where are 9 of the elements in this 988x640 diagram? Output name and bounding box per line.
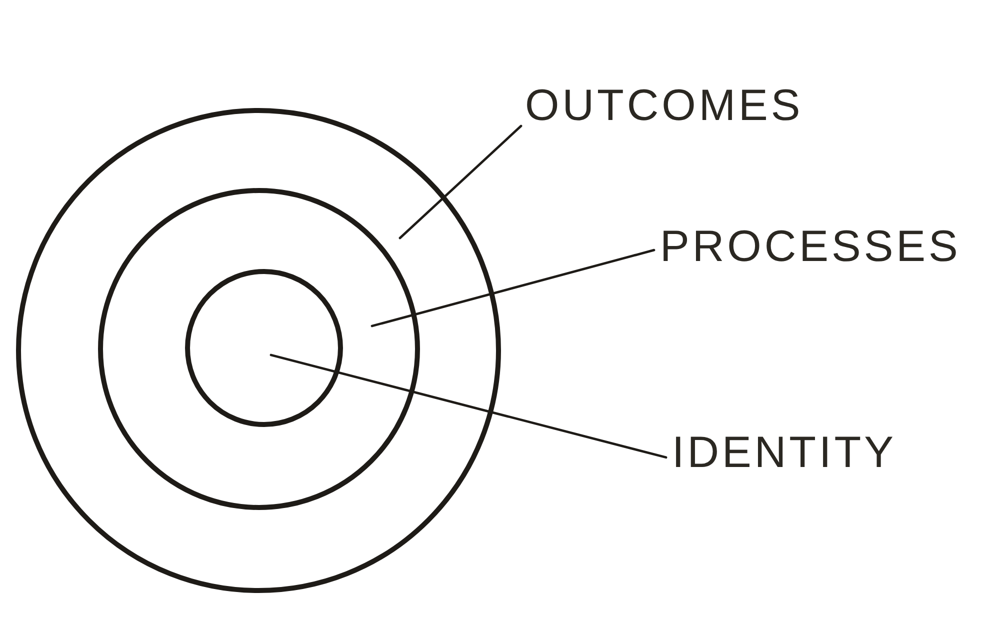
leader-line — [370, 248, 656, 328]
ring-label: OUTCOMES — [525, 84, 804, 128]
middle-ring — [98, 188, 420, 510]
ring-label: PROCESSES — [660, 225, 961, 269]
ring-label: IDENTITY — [672, 431, 896, 475]
leader-line — [270, 354, 668, 459]
outer-ring — [16, 108, 500, 592]
inner-circle — [185, 269, 343, 427]
leader-line — [398, 124, 522, 240]
